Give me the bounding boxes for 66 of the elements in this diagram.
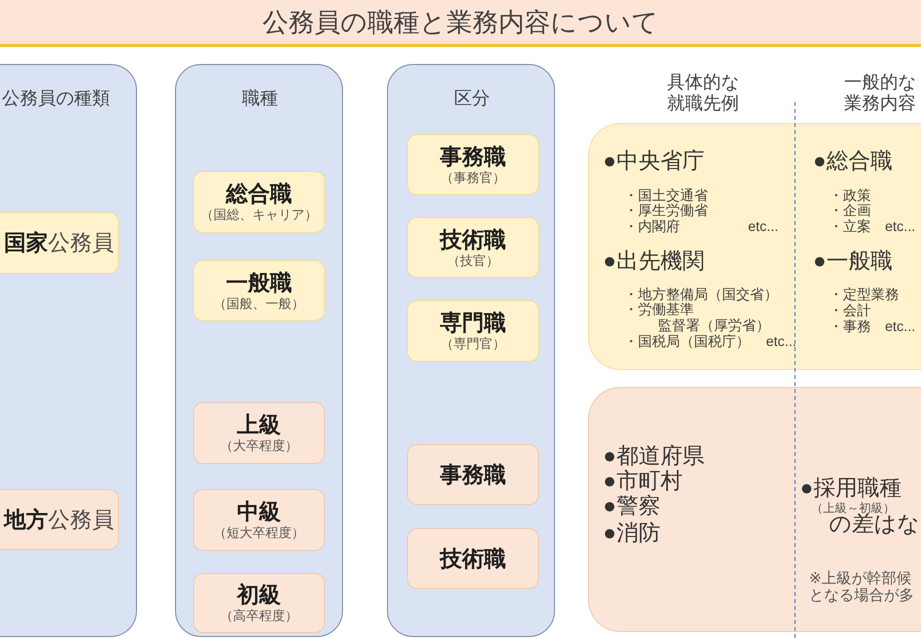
list-item: ・国税局（国税庁） — [624, 333, 750, 349]
list-item: ・会計 — [829, 302, 871, 318]
category-title: 専門職 — [440, 310, 506, 335]
category-box: 地方公務員 — [0, 489, 119, 550]
category-note: （短大卒程度） — [214, 524, 304, 541]
column-panel — [0, 64, 137, 637]
category-note: （技官） — [447, 252, 499, 268]
category-title: 一般職 — [226, 270, 292, 294]
list-heading: ●採用職種 — [800, 477, 902, 499]
list-heading: ●総合職 — [813, 148, 892, 174]
column-heading: 職種 — [241, 87, 279, 109]
list-item: ・地方整備局（国交省） — [624, 286, 778, 302]
category-note: （大卒程度） — [220, 437, 298, 454]
category-note: （国般、一般） — [214, 294, 304, 312]
column-heading: 公務員の種類 — [1, 87, 111, 109]
column-heading: 区分 — [453, 87, 491, 109]
category-box — [407, 217, 539, 278]
list-heading: ●市町村 — [603, 468, 682, 494]
info-panel — [588, 123, 921, 370]
list-item: ・政策 — [829, 187, 871, 203]
note-text: （上級～初級） — [811, 502, 895, 514]
category-box: 国家公務員 — [0, 212, 119, 274]
list-heading: ●消防 — [603, 520, 660, 546]
list-item: ・定型業務 — [829, 286, 899, 302]
category-note: （事務官） — [440, 168, 506, 186]
list-item: ・国土交通省 — [624, 187, 708, 203]
category-box: 技術職 — [407, 528, 539, 589]
list-heading: ●出先機関 — [603, 248, 704, 274]
list-item: ・事務 — [829, 318, 871, 334]
category-box — [193, 260, 325, 321]
list-item: ・立案 — [829, 218, 871, 234]
category-box — [193, 171, 325, 233]
category-note: （国総、キャリア） — [200, 206, 318, 223]
title-banner: 公務員の職種と業務内容について — [0, 0, 921, 47]
info-panel — [588, 387, 921, 632]
list-heading: ●中央省庁 — [603, 148, 704, 174]
etc-note: etc... — [885, 218, 916, 234]
list-heading: ●都道府県 — [603, 443, 704, 469]
category-box — [193, 402, 325, 464]
etc-note: etc... — [766, 333, 796, 349]
list-heading: ●一般職 — [813, 248, 892, 274]
column-heading: 一般的な業務内容 — [843, 72, 917, 114]
category-title: 中級 — [237, 499, 281, 524]
column-panel — [175, 64, 343, 637]
category-box — [407, 300, 539, 362]
list-item: ・厚生労働省 — [624, 202, 708, 218]
category-box — [193, 489, 325, 551]
category-title: 技術職 — [440, 226, 506, 252]
category-box: 事務職 — [407, 444, 539, 505]
category-title: 事務職 — [440, 144, 506, 168]
category-title: 上級 — [237, 412, 281, 437]
category-note: （高卒程度） — [220, 607, 298, 624]
column-panel — [387, 64, 555, 637]
category-box — [407, 134, 539, 195]
etc-note: etc... — [885, 318, 916, 334]
category-note: （専門官） — [440, 335, 506, 352]
column-heading: 具体的な就職先例 — [666, 72, 740, 114]
list-item: ・内閣府 — [624, 218, 680, 234]
category-title: 初級 — [237, 582, 281, 607]
list-heading: ●警察 — [603, 493, 660, 519]
category-box — [193, 573, 325, 633]
etc-note: etc... — [748, 218, 778, 234]
footnote: ※上級が幹部候となる場合が多 — [809, 570, 915, 604]
list-item: ・企画 — [829, 202, 871, 218]
note-text: の差はな — [829, 513, 920, 535]
category-title: 総合職 — [226, 181, 292, 206]
